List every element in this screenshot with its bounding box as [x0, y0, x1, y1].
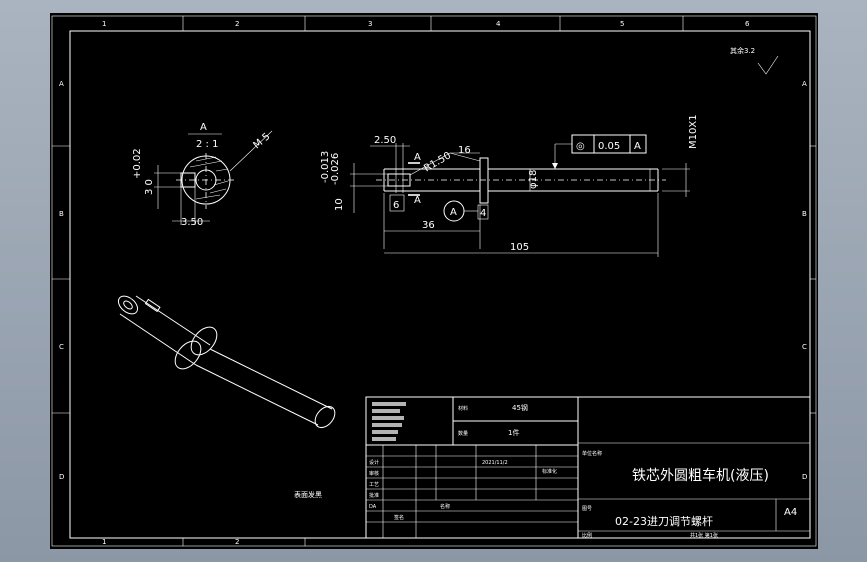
angle-label: 16: [458, 145, 471, 156]
zone-left-b: B: [59, 210, 64, 218]
section-marker-top: A: [414, 152, 421, 163]
zone-top-2: 2: [235, 20, 239, 28]
tol-b: -0.026: [330, 153, 341, 185]
zone-ticks-bottom: 1 2: [102, 538, 306, 546]
zone-right-a: A: [802, 80, 807, 88]
zone-top-4: 4: [496, 20, 501, 28]
dim-6: 6: [393, 200, 399, 211]
section-view-a: A 2 : 1 M 5 +0.02 3 0 3.50: [132, 122, 272, 228]
datum-label: A: [450, 207, 457, 218]
drawing-title: 铁芯外圆粗车机(液压): [632, 467, 769, 484]
thread-label: M 5: [251, 131, 272, 151]
material-label: 材料: [458, 405, 468, 412]
dim-250: 2.50: [374, 135, 396, 146]
quantity-value: 1件: [508, 428, 519, 437]
row-design: 设计: [369, 459, 379, 466]
row-review: 审核: [369, 470, 379, 477]
date-value: 2021/11/2: [482, 460, 508, 466]
iso-collar-back: [174, 340, 202, 370]
fcf-symbol: ◎: [576, 141, 585, 152]
zone-right-d: D: [802, 473, 807, 481]
zone-ticks-top: 1 2 3 4 5 6: [102, 16, 750, 31]
front-slot: [387, 173, 411, 187]
depth-label: 3 0: [144, 179, 155, 195]
dim-4: 4: [480, 208, 486, 219]
unit-label: 单位名称: [582, 450, 602, 457]
part-name: 02-23进刀调节螺杆: [615, 514, 713, 528]
shaft-collar: [479, 157, 489, 204]
roughness-check-icon: [757, 55, 779, 75]
zone-right-c: C: [802, 343, 807, 351]
row-approve: 批准: [369, 492, 379, 499]
tol-base: 10: [334, 198, 345, 211]
tech-notes: [372, 402, 406, 441]
row-process: 工艺: [369, 482, 379, 488]
drawing-canvas: 1 2 3 4 5 6 1 2 A B C D A B C D 其余3.2 A: [51, 15, 817, 547]
zone-bottom-2: 2: [235, 538, 239, 546]
sheet-note: 共1张 第1张: [690, 532, 718, 539]
standardization: 标准化: [542, 468, 557, 475]
quantity-label: 数量: [458, 430, 468, 437]
section-label: A: [200, 122, 207, 133]
zone-left-d: D: [59, 473, 64, 481]
drawing-sheet: 1 2 3 4 5 6 1 2 A B C D A B C D 其余3.2 A: [50, 13, 818, 549]
front-view: 2.50 A A R1.50 16 -0.013 -0.026 10 6 4 A…: [320, 114, 699, 257]
thread-m10: M10X1: [688, 114, 699, 149]
fcf-value: 0.05: [598, 141, 620, 152]
name-label: 名称: [440, 503, 450, 510]
zone-left-a: A: [59, 80, 64, 88]
title-block: 材料 45钢 数量 1件 单位名称 铁芯外圆粗车机(液压) 设计 审核 工艺 批…: [365, 396, 811, 539]
section-hatch: [189, 156, 229, 200]
dim-36: 36: [422, 220, 435, 231]
isometric-view: [117, 295, 336, 429]
row-sign: 签名: [394, 514, 404, 521]
tol-a: -0.013: [320, 151, 331, 183]
zone-right-b: B: [802, 210, 807, 218]
outer-frame: [51, 15, 817, 547]
zone-top-5: 5: [620, 20, 624, 28]
roughness-label: 其余3.2: [730, 46, 755, 55]
dia-18: φ18: [528, 170, 539, 189]
zone-top-3: 3: [368, 20, 372, 28]
zone-bottom-1: 1: [102, 538, 106, 546]
width-label: 3.50: [181, 217, 203, 228]
roughness-symbol: 其余3.2: [730, 46, 779, 75]
tol-upper: +0.02: [132, 148, 143, 179]
surface-note: 表面发黑: [294, 490, 322, 499]
zone-top-6: 6: [745, 20, 750, 28]
dim-105: 105: [510, 242, 529, 253]
sheet-size: A4: [784, 507, 797, 518]
fcf-datum: A: [634, 141, 641, 152]
iso-collar-front: [190, 326, 218, 356]
zone-ticks-sides: A B C D A B C D: [52, 80, 816, 481]
material-value: 45钢: [512, 403, 528, 412]
inner-frame: [69, 30, 811, 539]
radius-label: R1.50: [422, 150, 453, 174]
drawing-no-label: 图号: [582, 506, 592, 512]
row-da: DA: [369, 504, 377, 510]
section-scale: 2 : 1: [196, 139, 218, 150]
section-marker-bottom: A: [414, 195, 421, 206]
scale-note: 比例: [582, 532, 592, 539]
signature-grid: [366, 445, 578, 538]
zone-top-1: 1: [102, 20, 106, 28]
zone-left-c: C: [59, 343, 64, 351]
